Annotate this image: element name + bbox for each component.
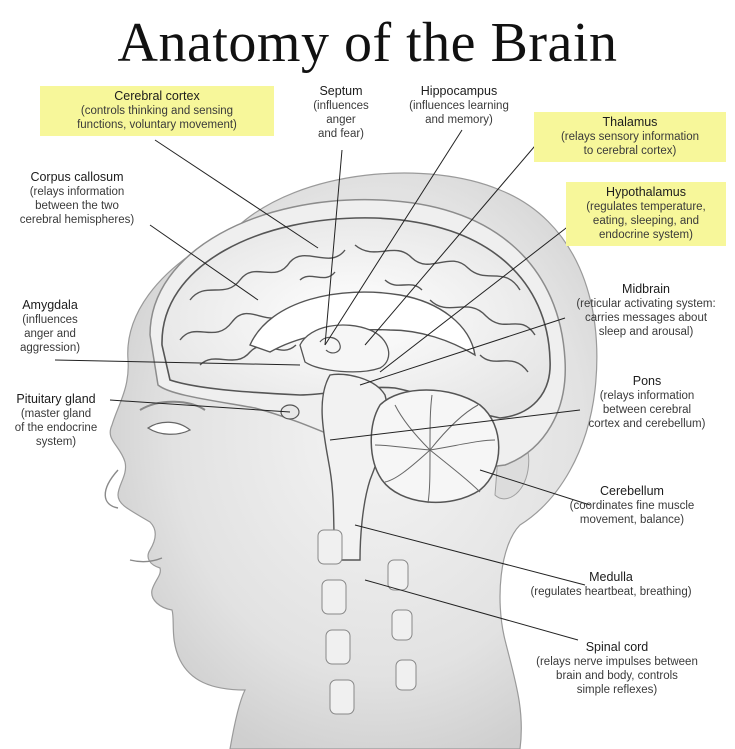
- label-desc: (coordinates fine muscle movement, balan…: [569, 500, 695, 526]
- label-desc: (regulates temperature, eating, sleeping…: [586, 201, 706, 241]
- label-pituitary-gland: Pituitary gland (master gland of the end…: [2, 392, 110, 449]
- label-septum: Septum (influences anger and fear): [300, 84, 382, 141]
- label-desc: (controls thinking and sensing functions…: [77, 105, 237, 131]
- cortex-gyri: [179, 244, 536, 373]
- brow: [139, 400, 206, 411]
- nose: [104, 469, 119, 509]
- page-title: Anatomy of the Brain: [117, 12, 618, 74]
- label-name: Spinal cord: [585, 640, 649, 654]
- label-desc: (relays information between the two cere…: [19, 186, 135, 226]
- vertebrae: [317, 529, 417, 715]
- cerebellum-folds: [374, 394, 496, 504]
- leader-lines: [54, 129, 591, 641]
- thalamus-shape: [299, 324, 390, 373]
- label-desc: (influences learning and memory): [409, 100, 509, 126]
- label-spinal-cord: Spinal cord (relays nerve impulses betwe…: [508, 640, 726, 697]
- label-medulla: Medulla (regulates heartbeat, breathing): [504, 570, 718, 599]
- label-cerebellum: Cerebellum (coordinates fine muscle move…: [542, 484, 722, 527]
- label-name: Amygdala: [22, 298, 78, 312]
- label-pons: Pons (relays information between cerebra…: [566, 374, 728, 431]
- label-name: Hypothalamus: [606, 185, 686, 199]
- label-name: Hippocampus: [420, 84, 498, 98]
- label-name: Thalamus: [602, 115, 658, 129]
- label-hippocampus: Hippocampus (influences learning and mem…: [390, 84, 528, 127]
- label-name: Pituitary gland: [16, 392, 96, 406]
- label-desc: (reticular activating system: carries me…: [576, 298, 716, 338]
- label-hypothalamus: Hypothalamus (regulates temperature, eat…: [566, 182, 726, 246]
- label-name: Septum: [319, 84, 363, 98]
- brainstem: [321, 373, 388, 561]
- label-amygdala: Amygdala (influences anger and aggressio…: [4, 298, 96, 355]
- label-desc: (relays information between cerebral cor…: [588, 390, 706, 430]
- label-desc: (influences anger and aggression): [19, 314, 81, 354]
- label-thalamus: Thalamus (relays sensory information to …: [534, 112, 726, 162]
- label-name: Midbrain: [622, 282, 670, 296]
- label-desc: (relays sensory information to cerebral …: [560, 131, 700, 157]
- label-desc: (master gland of the endocrine system): [14, 408, 98, 448]
- label-name: Medulla: [589, 570, 633, 584]
- label-midbrain: Midbrain (reticular activating system: c…: [560, 282, 732, 339]
- mouth: [129, 557, 163, 563]
- label-corpus-callosum: Corpus callosum (relays information betw…: [2, 170, 152, 227]
- label-desc: (relays nerve impulses between brain and…: [536, 656, 698, 696]
- label-name: Cerebellum: [600, 484, 664, 498]
- label-desc: (regulates heartbeat, breathing): [530, 586, 692, 598]
- eye: [146, 421, 192, 435]
- label-desc: (influences anger and fear): [313, 100, 369, 140]
- label-name: Corpus callosum: [30, 170, 124, 184]
- label-cerebral-cortex: Cerebral cortex (controls thinking and s…: [40, 86, 274, 136]
- label-name: Pons: [632, 374, 662, 388]
- label-name: Cerebral cortex: [114, 89, 200, 103]
